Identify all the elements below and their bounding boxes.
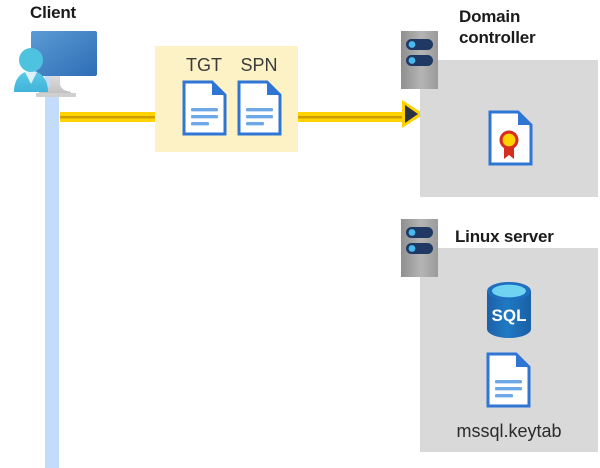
tgt-label: TGT [186, 55, 222, 75]
domain-controller-title-line2: controller [459, 28, 536, 47]
spn-label: SPN [240, 55, 278, 75]
certificate-document-icon [488, 110, 533, 171]
client-lifeline-bar [45, 62, 59, 468]
message-item-tgt: TGT [175, 54, 233, 141]
sql-database-icon: SQL [483, 281, 535, 344]
arrow-head-icon [402, 100, 430, 133]
document-icon [230, 80, 288, 141]
keytab-filename-label: mssql.keytab [456, 421, 562, 441]
client-title: Client [30, 3, 77, 22]
document-icon [175, 80, 233, 141]
server-rack-icon [401, 219, 438, 277]
user-monitor-icon [6, 28, 102, 100]
domain-controller-title-line1: Domain [459, 7, 521, 26]
message-item-spn: SPN [230, 54, 288, 141]
domain-controller-title: Domain controller [459, 6, 599, 48]
svg-text:SQL: SQL [492, 306, 527, 325]
server-rack-icon [401, 31, 438, 89]
linux-server-title: Linux server [455, 227, 554, 246]
kerberos-message-box: TGT SPN [155, 46, 298, 152]
document-icon [486, 352, 531, 413]
